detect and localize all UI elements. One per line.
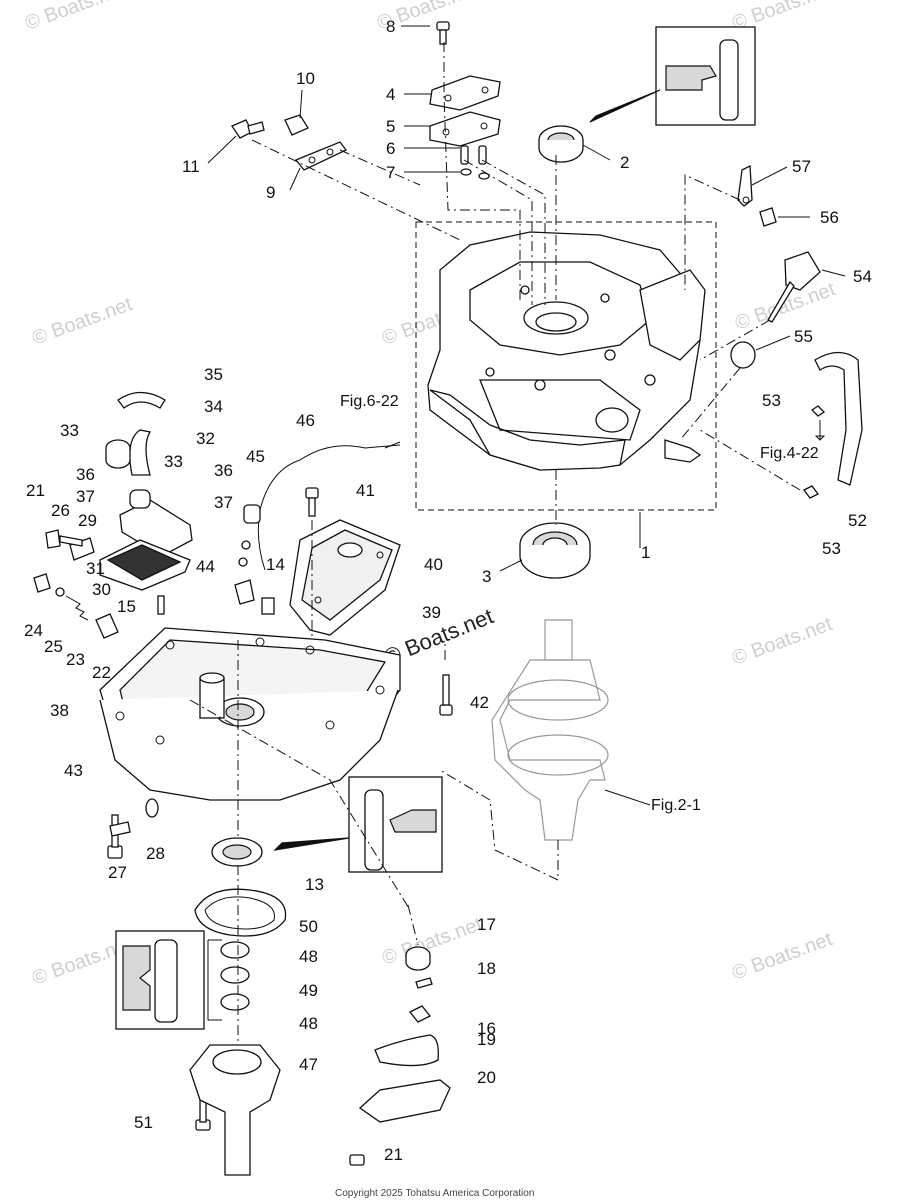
label-41: 41	[356, 481, 375, 500]
watermark: © Boats.net	[732, 278, 838, 335]
label-52: 52	[848, 511, 867, 530]
label-7: 7	[386, 163, 395, 182]
watermark: © Boats.net	[29, 293, 135, 350]
label-18: 18	[477, 959, 496, 978]
label-29: 29	[78, 511, 97, 530]
label-47: 47	[299, 1055, 318, 1074]
label-40: 40	[424, 555, 443, 574]
ref-fig2-1: Fig.2-1	[651, 797, 701, 814]
crankcase-lower	[99, 627, 401, 801]
label-34: 34	[204, 397, 223, 416]
label-37-left: 37	[76, 487, 95, 506]
oil-seal-2	[538, 125, 584, 163]
label-13: 13	[305, 875, 324, 894]
leader-lines	[189, 25, 846, 1045]
label-22: 22	[92, 663, 111, 682]
label-15: 15	[117, 597, 136, 616]
label-49: 49	[299, 981, 318, 1000]
copyright: Copyright 2025 Tohatsu America Corporati…	[335, 1188, 534, 1199]
label-53-bottom: 53	[822, 539, 841, 558]
label-53-top: 53	[762, 391, 781, 410]
label-44: 44	[196, 557, 215, 576]
label-31: 31	[86, 559, 105, 578]
label-21-bottom: 21	[384, 1145, 403, 1164]
breather-valve	[69, 391, 193, 591]
crankcase-upper	[415, 221, 717, 511]
label-43: 43	[64, 761, 83, 780]
hose-52-53	[803, 351, 863, 499]
label-14: 14	[266, 555, 285, 574]
label-2: 2	[620, 153, 629, 172]
label-28: 28	[146, 844, 165, 863]
label-24: 24	[24, 621, 43, 640]
label-8: 8	[386, 17, 395, 36]
label-19: 19	[477, 1030, 496, 1049]
label-10: 10	[296, 69, 315, 88]
plates-4-5	[429, 21, 501, 180]
label-48-bottom: 48	[299, 1014, 318, 1033]
label-33-left: 33	[60, 421, 79, 440]
label-26: 26	[51, 501, 70, 520]
bolts	[107, 487, 453, 1166]
label-42: 42	[470, 693, 489, 712]
label-37-right: 37	[214, 493, 233, 512]
label-17: 17	[477, 915, 496, 934]
label-48-top: 48	[299, 947, 318, 966]
label-6: 6	[386, 139, 395, 158]
watermark: © Boats.net	[22, 0, 128, 35]
label-35: 35	[204, 365, 223, 384]
label-21-top: 21	[26, 481, 45, 500]
label-36-left: 36	[76, 465, 95, 484]
detail-inset-top	[589, 26, 756, 126]
label-56: 56	[820, 208, 839, 227]
label-54: 54	[853, 267, 872, 286]
watermark: © Boats.net	[379, 913, 485, 970]
label-55: 55	[794, 327, 813, 346]
label-51: 51	[134, 1113, 153, 1132]
bracket-9-10-11	[231, 114, 347, 171]
relief-parts	[33, 529, 165, 639]
label-46: 46	[296, 411, 315, 430]
watermark: © Boats.net	[729, 928, 835, 985]
figure-references: Fig.6-22 Fig.4-22 Fig.2-1	[340, 393, 819, 814]
gaskets-39-40	[289, 519, 401, 636]
label-1: 1	[641, 543, 650, 562]
label-27: 27	[108, 863, 127, 882]
watermark: © Boats.net	[729, 613, 835, 670]
label-4: 4	[386, 85, 395, 104]
label-3: 3	[482, 567, 491, 586]
part-labels: 1 2 3 4 5 6 7 8 9 10 11 13 14 15 16 17 1…	[24, 17, 872, 1164]
detail-inset-bottom	[115, 930, 205, 1030]
label-50: 50	[299, 917, 318, 936]
label-16: 16	[477, 1019, 496, 1038]
label-32: 32	[196, 429, 215, 448]
label-9: 9	[266, 183, 275, 202]
label-45: 45	[246, 447, 265, 466]
dipstick-54-57	[730, 164, 821, 369]
label-20: 20	[477, 1068, 496, 1087]
label-33-right: 33	[164, 452, 183, 471]
wiring	[234, 444, 401, 615]
crankshaft-ghost	[491, 619, 609, 841]
detail-inset-middle	[273, 776, 443, 873]
label-39: 39	[422, 603, 441, 622]
label-57: 57	[792, 157, 811, 176]
bearing-3	[519, 522, 591, 579]
ref-fig6-22: Fig.6-22	[340, 393, 399, 410]
pump-parts	[358, 946, 451, 1123]
label-25: 25	[44, 637, 63, 656]
ref-fig4-22: Fig.4-22	[760, 445, 819, 462]
label-11: 11	[182, 157, 200, 176]
label-38: 38	[50, 701, 69, 720]
label-23: 23	[66, 650, 85, 669]
lower-seal-housing	[189, 837, 287, 1176]
label-36-right: 36	[214, 461, 233, 480]
label-5: 5	[386, 117, 395, 136]
label-30: 30	[92, 580, 111, 599]
